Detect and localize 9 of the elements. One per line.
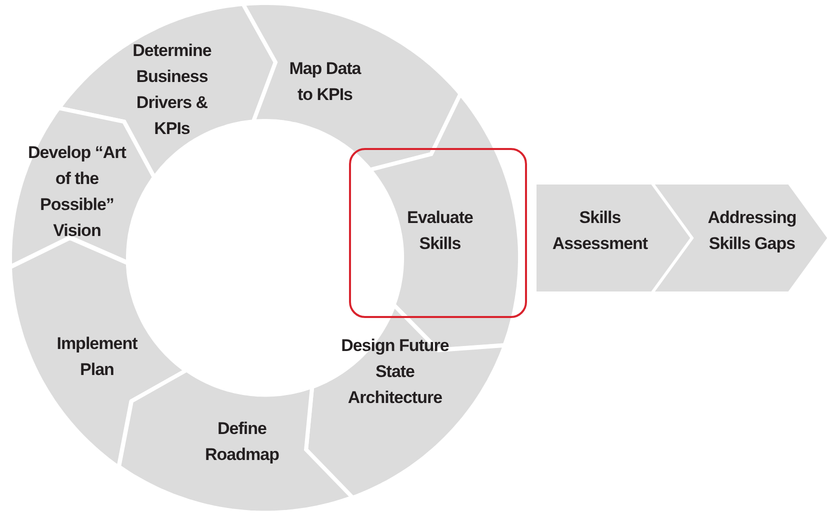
step-label: Design Future State Architecture	[340, 334, 450, 409]
step-label: Map Data to KPIs	[288, 58, 362, 106]
step-label: Evaluate Skills	[406, 206, 474, 255]
step-label: Develop “Art of the Possible” Vision	[27, 142, 128, 242]
step-label: Determine Business Drivers & KPIs	[132, 40, 212, 140]
step-label: Define Roadmap	[204, 418, 280, 466]
step-label: Addressing Skills Gaps	[706, 207, 798, 255]
step-label: Skills Assessment	[551, 207, 649, 255]
step-label: Implement Plan	[56, 332, 139, 381]
